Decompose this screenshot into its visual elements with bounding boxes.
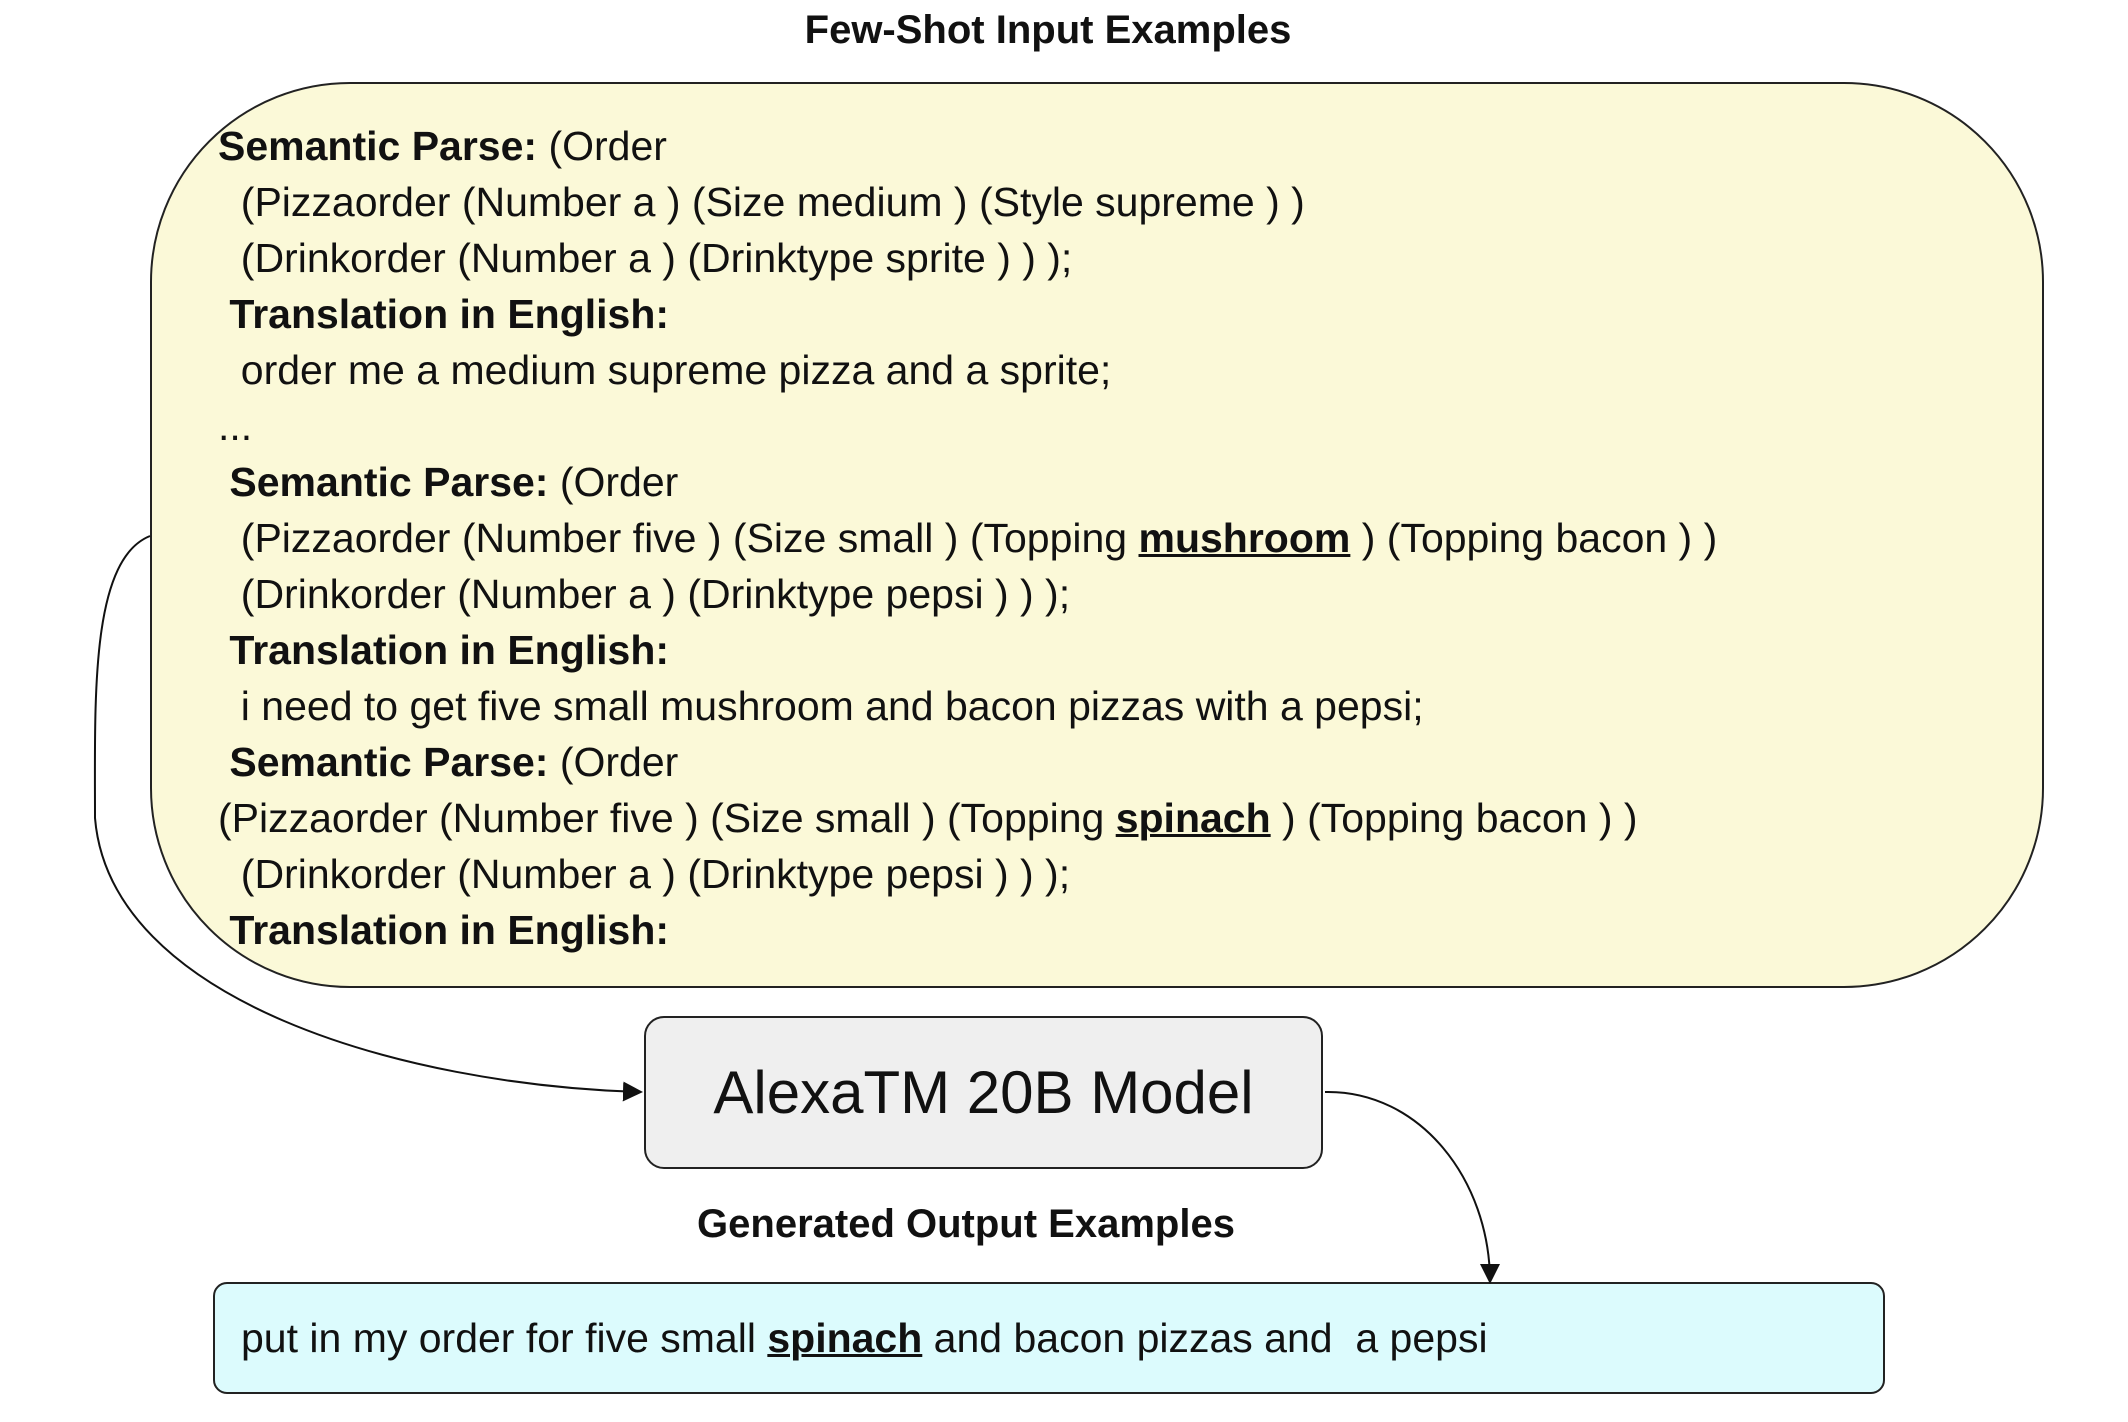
line-pre: (Pizzaorder (Number a ) (Size medium ) (…: [240, 179, 1305, 225]
line-bold: Translation in English:: [229, 907, 670, 953]
line-pre: (Drinkorder (Number a ) (Drinktype sprit…: [240, 235, 1073, 281]
input-line: Semantic Parse: (Order: [218, 454, 1717, 510]
line-u: spinach: [1115, 795, 1271, 841]
line-pre: (Order: [548, 739, 679, 785]
line-u: mushroom: [1138, 515, 1351, 561]
line-bold: Translation in English:: [229, 291, 670, 337]
input-line: (Pizzaorder (Number five ) (Size small )…: [218, 790, 1717, 846]
line-bold: Semantic Parse:: [229, 739, 549, 785]
line-post: ) (Topping bacon ) ): [1270, 795, 1638, 841]
input-line: (Drinkorder (Number a ) (Drinktype pepsi…: [218, 566, 1717, 622]
input-line: Translation in English:: [218, 902, 1717, 958]
output-pre: put in my order for five small: [241, 1314, 768, 1361]
line-bold: Semantic Parse:: [218, 123, 538, 169]
output-post: and bacon pizzas and a pepsi: [922, 1314, 1488, 1361]
input-title: Few-Shot Input Examples: [804, 8, 1292, 52]
line-pre: order me a medium supreme pizza and a sp…: [240, 347, 1112, 393]
line-pre: (Pizzaorder (Number five ) (Size small )…: [240, 515, 1139, 561]
input-line: Translation in English:: [218, 286, 1717, 342]
line-post: ) (Topping bacon ) ): [1350, 515, 1718, 561]
line-pre: (Pizzaorder (Number five ) (Size small )…: [218, 795, 1116, 841]
input-line: (Pizzaorder (Number five ) (Size small )…: [218, 510, 1717, 566]
input-to-model-arrow: [93, 535, 643, 1102]
generated-output-box: put in my order for five small spinach a…: [213, 1282, 1885, 1394]
input-line: Semantic Parse: (Order: [218, 118, 1717, 174]
line-bold: Semantic Parse:: [229, 459, 549, 505]
line-pre: (Order: [537, 123, 667, 169]
line-pre: (Drinkorder (Number a ) (Drinktype pepsi…: [240, 571, 1071, 617]
line-pre: (Drinkorder (Number a ) (Drinktype pepsi…: [240, 851, 1071, 897]
output-title: Generated Output Examples: [697, 1202, 1235, 1246]
line-bold: Translation in English:: [229, 627, 670, 673]
model-to-output-arrow: [1324, 1090, 1500, 1284]
input-line: (Drinkorder (Number a ) (Drinktype sprit…: [218, 230, 1717, 286]
input-line: (Pizzaorder (Number a ) (Size medium ) (…: [218, 174, 1717, 230]
line-pre: i need to get five small mushroom and ba…: [240, 683, 1424, 729]
model-box: AlexaTM 20B Model: [644, 1016, 1323, 1169]
input-line: (Drinkorder (Number a ) (Drinktype pepsi…: [218, 846, 1717, 902]
input-line: Translation in English:: [218, 622, 1717, 678]
line-pre: (Order: [548, 459, 679, 505]
output-highlight: spinach: [767, 1314, 923, 1361]
line-pre: ...: [218, 403, 253, 449]
input-examples: Semantic Parse: (Order (Pizzaorder (Numb…: [218, 118, 1717, 958]
input-line: ...: [218, 398, 1717, 454]
input-line: order me a medium supreme pizza and a sp…: [218, 342, 1717, 398]
input-line: i need to get five small mushroom and ba…: [218, 678, 1717, 734]
input-line: Semantic Parse: (Order: [218, 734, 1717, 790]
few-shot-input-box: [150, 82, 2044, 988]
